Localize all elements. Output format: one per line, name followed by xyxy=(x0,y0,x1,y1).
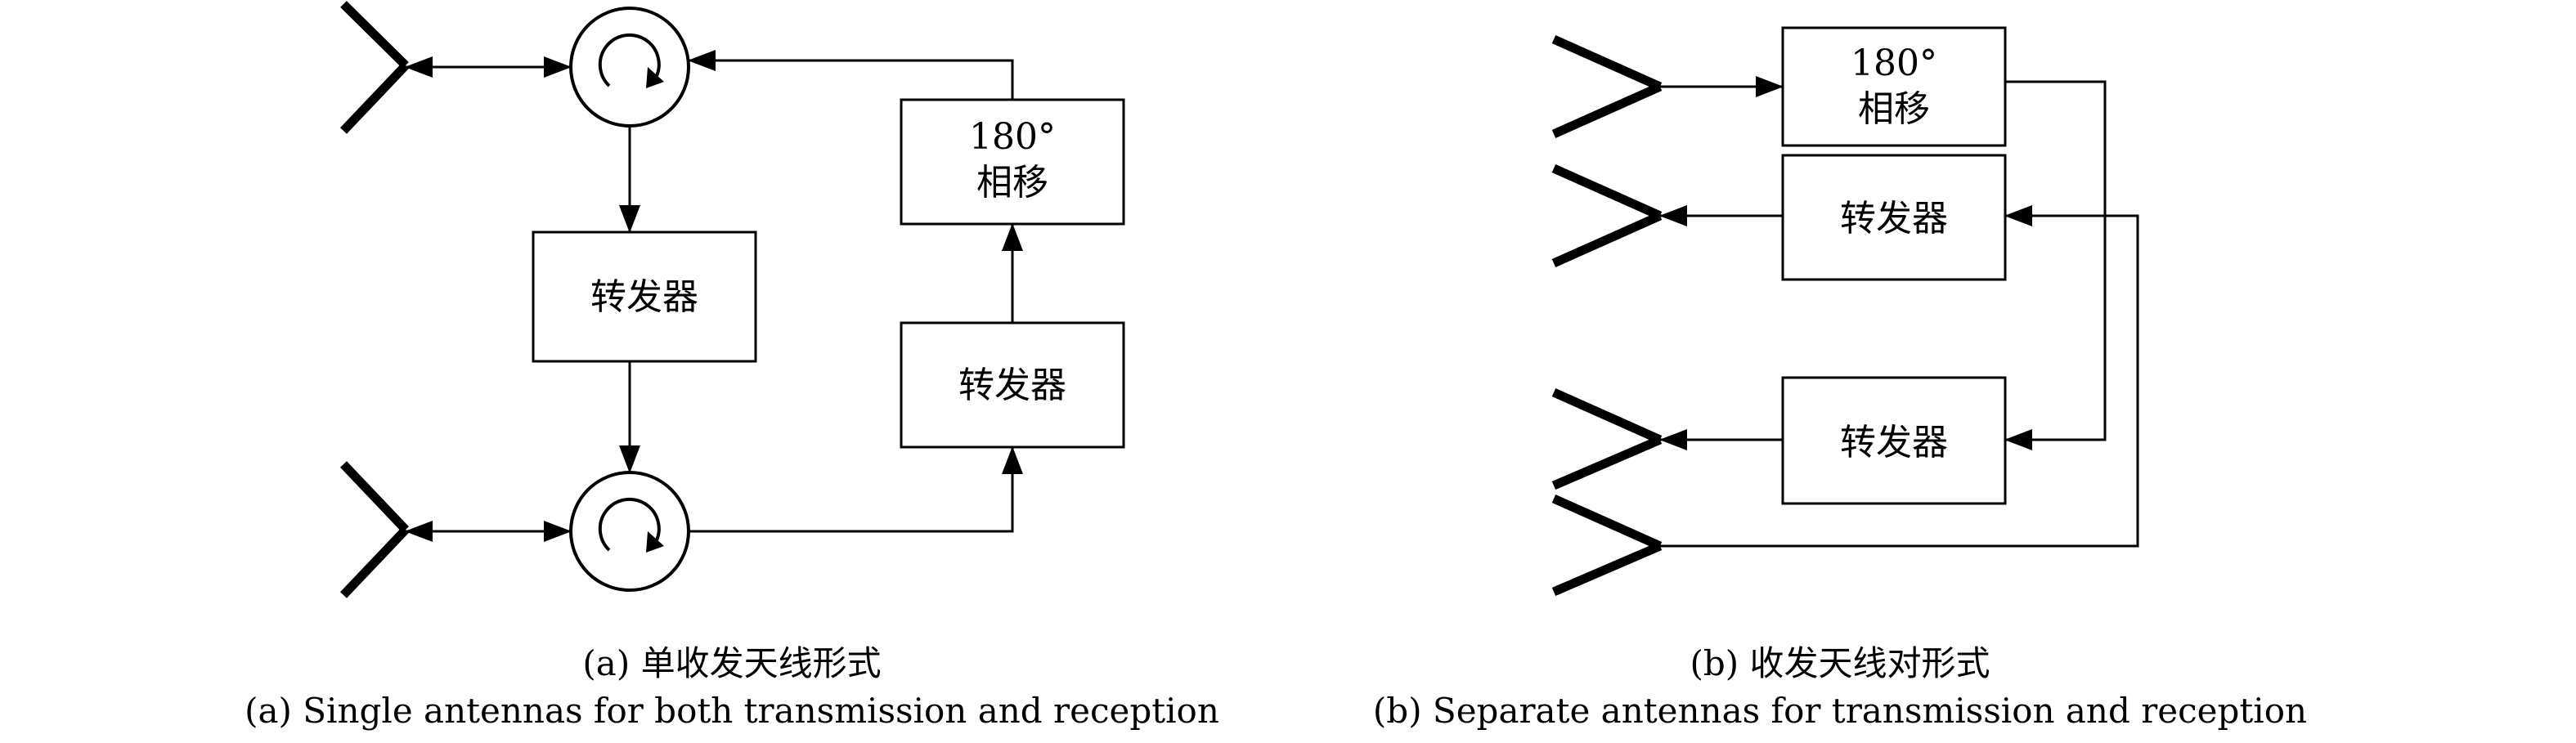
phase-shift-label-a-line1: 180° xyxy=(969,116,1056,158)
transponder-label-a-left: 转发器 xyxy=(590,276,698,318)
circulator-a-bottom xyxy=(569,471,690,592)
transponder-label-a-right: 转发器 xyxy=(958,365,1066,406)
caption-b-en: (b) Separate antennas for transmission a… xyxy=(1373,691,2307,731)
antenna-b-4 xyxy=(1551,494,1663,597)
phase-shift-label-b-line2: 相移 xyxy=(1858,88,1930,130)
connectors-b xyxy=(1659,76,2139,548)
antenna-a-top xyxy=(340,1,409,134)
phase-shift-label-a-line2: 相移 xyxy=(976,162,1048,204)
antenna-a-bottom xyxy=(340,461,409,598)
connectors-a xyxy=(405,50,1023,542)
diagram-b: 180° 相移 转发器 转发器 (b) 收发天线对形式 (b) Separate… xyxy=(1373,26,2307,731)
phase-shift-label-b-line1: 180° xyxy=(1851,43,1937,84)
caption-a-zh: (a) 单收发天线形式 xyxy=(582,643,881,683)
antenna-b-3 xyxy=(1551,387,1663,490)
antenna-b-2 xyxy=(1551,163,1663,268)
transponder-label-b-bottom: 转发器 xyxy=(1840,422,1948,463)
caption-b-zh: (b) 收发天线对形式 xyxy=(1690,643,1990,683)
transponder-box-a-left xyxy=(532,231,757,363)
transponder-label-b-middle: 转发器 xyxy=(1840,198,1948,239)
circulator-a-top xyxy=(569,7,690,128)
diagram-a: 180° 相移 转发器 转发器 (a) 单收发天线形式 (a) Single a… xyxy=(245,1,1219,731)
caption-a-en: (a) Single antennas for both transmissio… xyxy=(245,691,1219,731)
antenna-b-1 xyxy=(1551,34,1663,139)
